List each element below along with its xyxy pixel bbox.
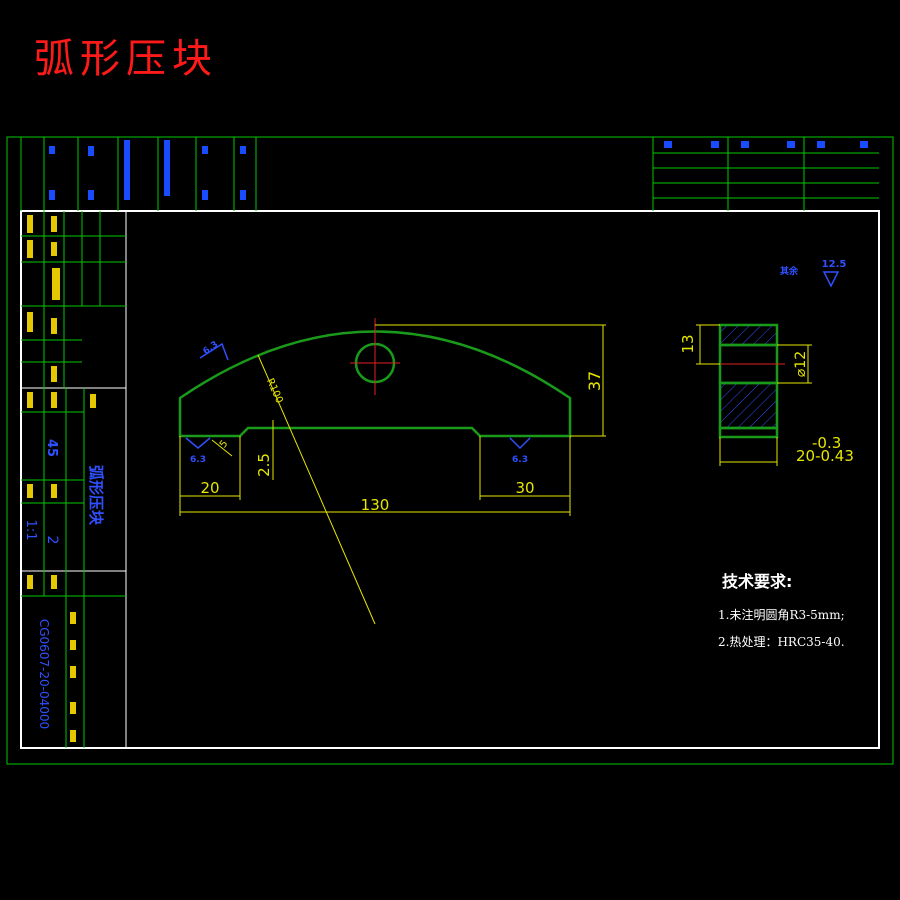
part-name-value: 弧形压块 — [87, 465, 105, 526]
inner-frame — [20, 210, 880, 749]
side-dim-height: 13 — [679, 334, 697, 353]
dim-overall: 130 — [361, 496, 390, 514]
front-view-centerlines — [350, 318, 400, 395]
dim-step: 2.5 — [255, 453, 273, 477]
side-view-dimension-lines — [696, 324, 812, 466]
roughness-symbols-front — [185, 342, 531, 450]
roughness-right: 6.3 — [512, 455, 528, 465]
side-dim-tolerance: -0.3 — [812, 434, 841, 452]
side-dim-width: 20-0.43 — [796, 447, 854, 465]
title-block-lines — [21, 211, 127, 748]
quantity-value: 2 — [44, 536, 60, 545]
dim-left-foot: 20 — [200, 479, 219, 497]
scale-value: 1:1 — [23, 520, 38, 541]
technical-requirement-item: 1.未注明圆角R3-5mm; — [718, 608, 845, 622]
roughness-general-note: 其余 — [780, 265, 799, 277]
side-view — [712, 323, 785, 439]
top-left-strip-marks — [49, 140, 246, 200]
dim-radius: R100 — [264, 377, 285, 405]
top-right-table — [652, 137, 879, 211]
technical-requirements-heading: 技术要求: — [722, 572, 793, 591]
roughness-general-value: 12.5 — [822, 259, 847, 270]
roughness-general-symbol — [822, 271, 840, 288]
dim-height: 37 — [585, 371, 604, 391]
material-value: 45 — [44, 439, 59, 457]
drawing-number-value: CG0607-20-04000 — [37, 619, 51, 729]
page-title: 弧形压块 — [34, 36, 218, 82]
outer-border — [6, 136, 894, 765]
roughness-left: 6.3 — [190, 455, 206, 465]
dim-right-foot: 30 — [515, 479, 534, 497]
top-left-strip — [20, 137, 257, 211]
title-block-marks — [27, 215, 96, 742]
title-block-grid — [21, 211, 126, 748]
roughness-arc: 6.3 — [201, 340, 220, 357]
side-dim-hole: ⌀12 — [793, 351, 809, 377]
dim-chamfer: 5 — [218, 438, 231, 450]
top-right-table-marks — [664, 141, 868, 148]
technical-requirement-item: 2.热处理：HRC35-40. — [718, 635, 845, 649]
front-view-dimension-lines — [179, 324, 606, 625]
